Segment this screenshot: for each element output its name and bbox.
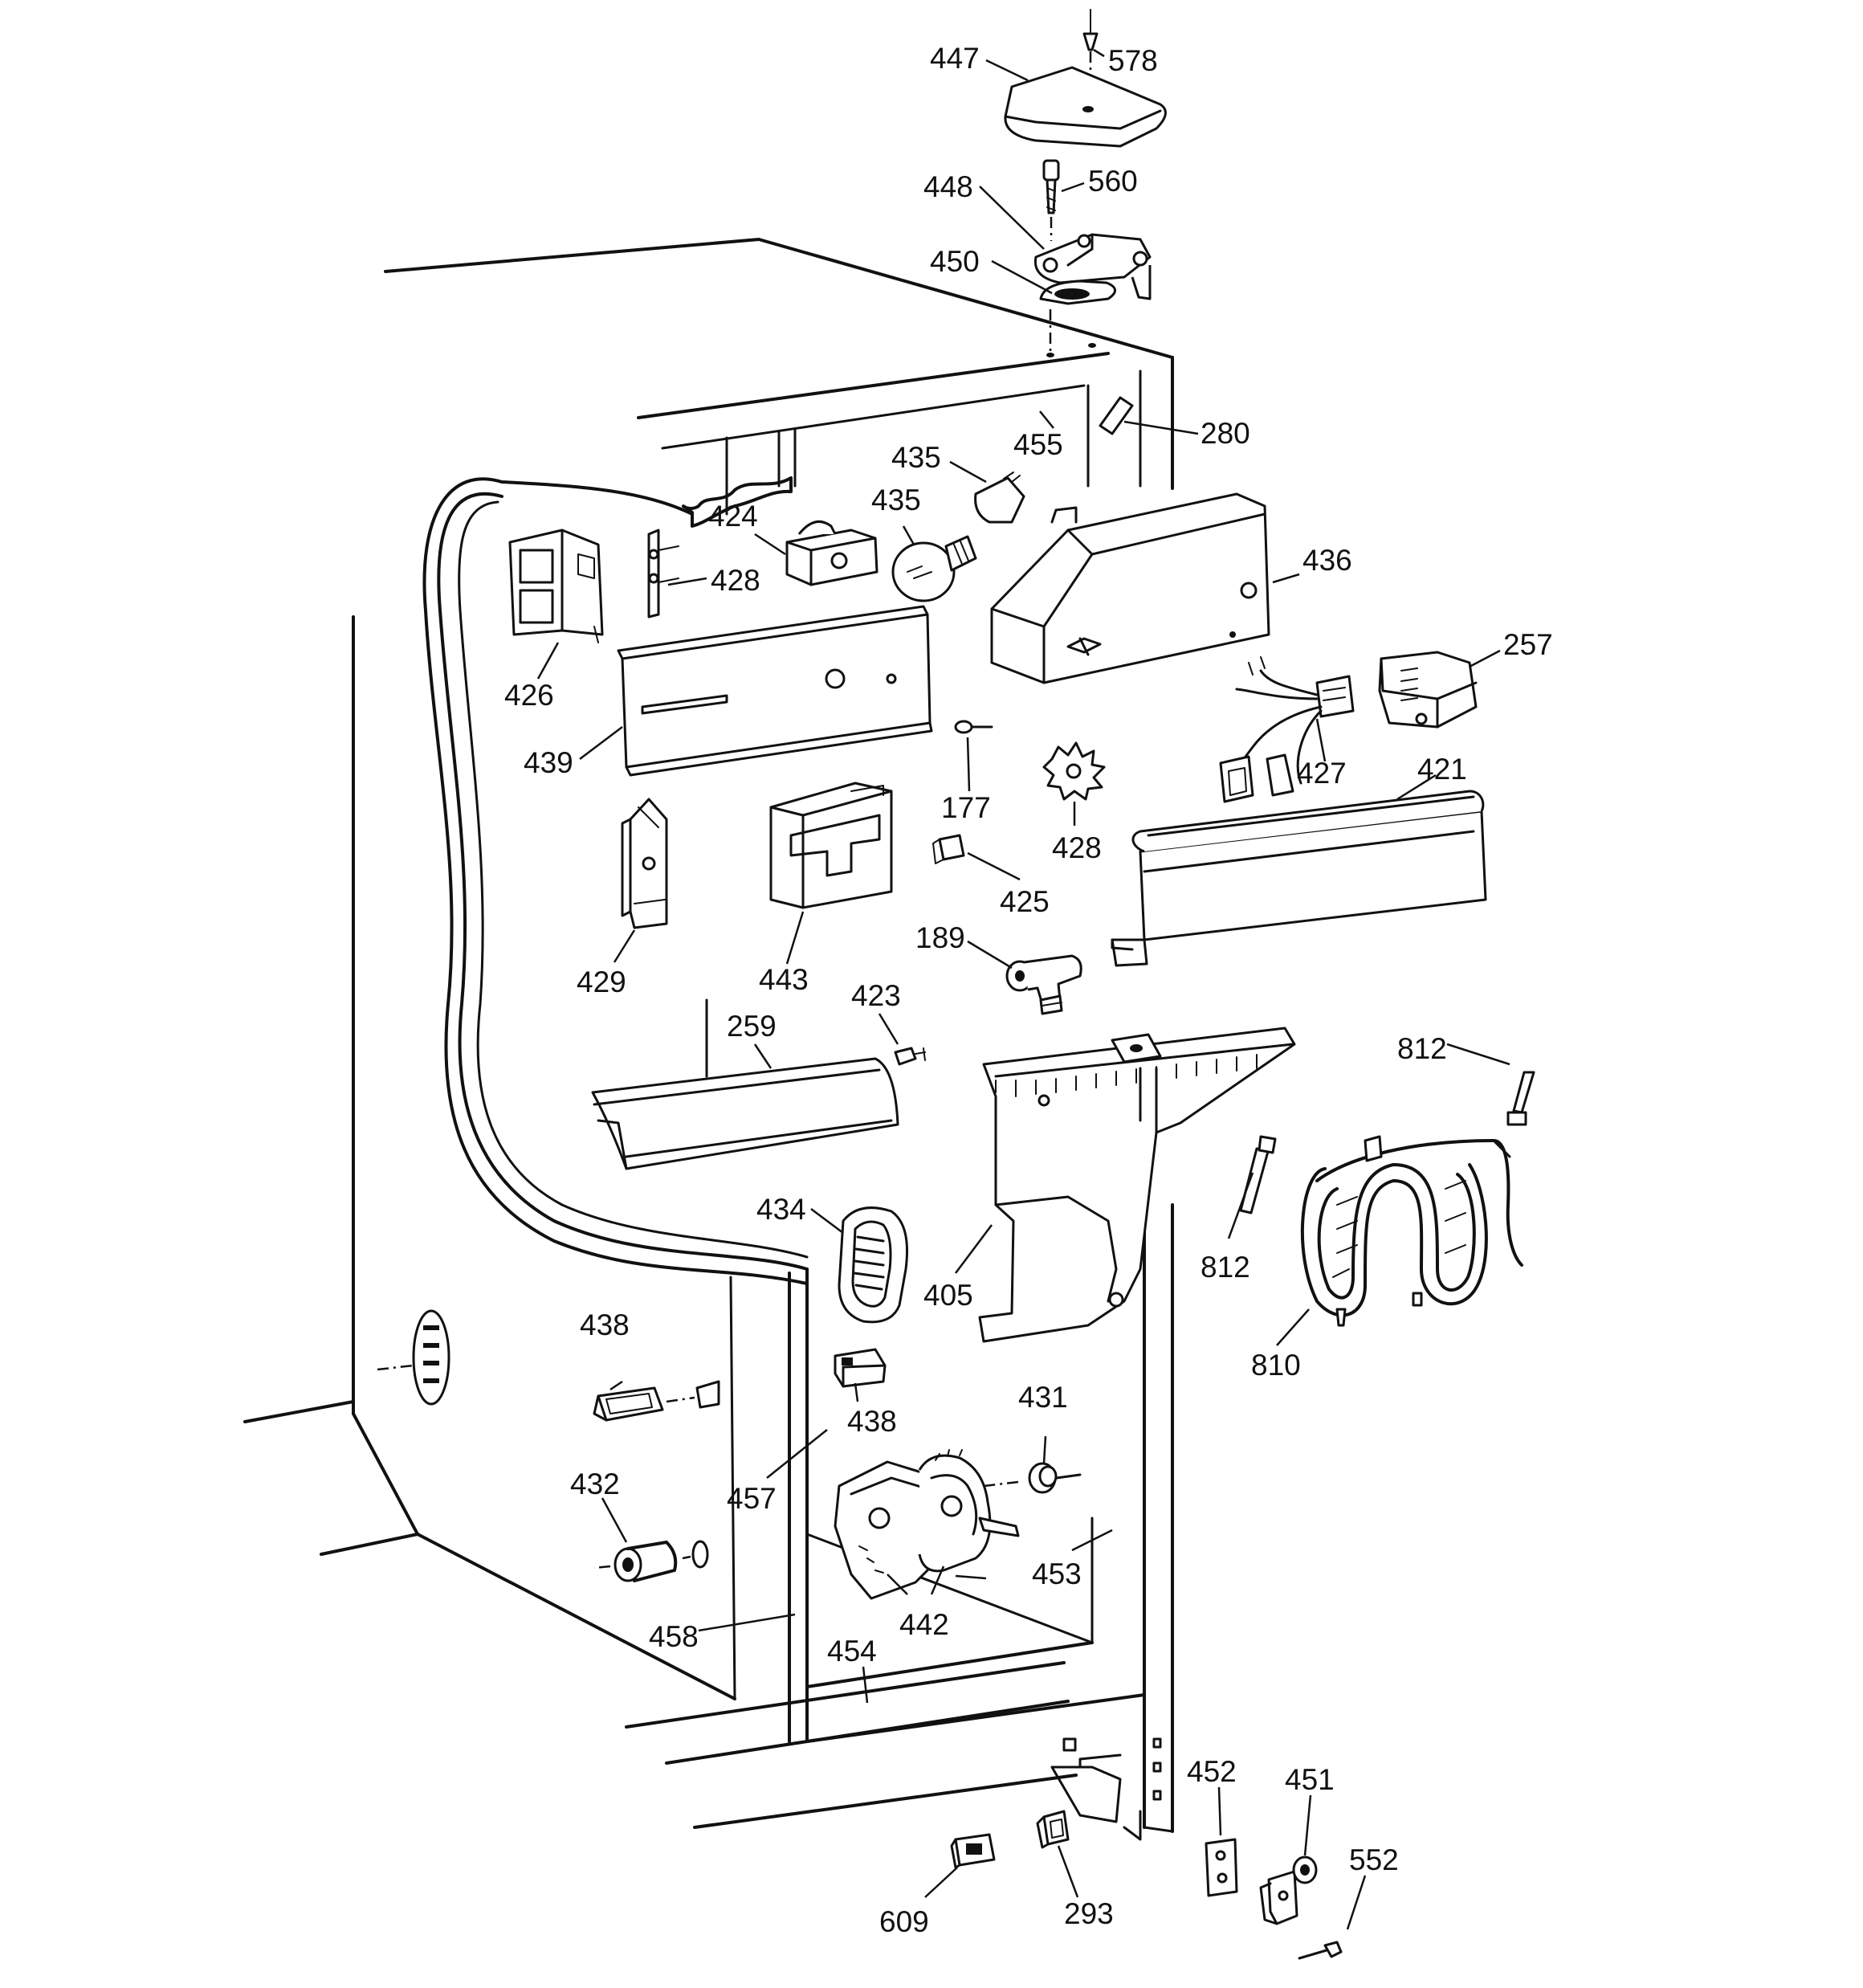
part-447-hinge-cover (1004, 66, 1167, 148)
part-429-bracket (621, 798, 668, 929)
callout-812-lower: 812 (1201, 1251, 1250, 1284)
callout-552: 552 (1349, 1843, 1399, 1876)
part-177-screw (954, 720, 993, 734)
callout-labels: 578 447 448 560 450 280 455 435 435 424 … (504, 42, 1553, 1938)
part-431-bushing (983, 1462, 1082, 1494)
callout-438-right: 438 (847, 1405, 897, 1438)
callout-452: 452 (1187, 1755, 1237, 1788)
callout-428-clip: 428 (711, 564, 760, 597)
callout-293: 293 (1064, 1897, 1114, 1930)
part-609-switch (950, 1833, 996, 1869)
part-443-bracket (769, 782, 893, 909)
callout-609: 609 (879, 1905, 929, 1938)
callout-436: 436 (1302, 544, 1352, 577)
part-438-switch-button-left (593, 1380, 720, 1422)
part-189-tee-fitting (1005, 954, 1082, 1015)
part-293-clip (1036, 1810, 1070, 1849)
callout-177: 177 (941, 791, 991, 824)
part-435-lamp-socket (974, 471, 1025, 524)
callout-405: 405 (923, 1279, 973, 1312)
part-257-defrost-timer (1378, 651, 1478, 729)
part-427-wire-harness (1219, 656, 1355, 803)
part-448-hinge (1033, 233, 1152, 300)
callout-189: 189 (915, 921, 965, 954)
callout-423: 423 (851, 979, 901, 1012)
callout-450: 450 (930, 245, 980, 278)
part-423-plug (894, 1047, 926, 1066)
callout-280: 280 (1201, 417, 1250, 450)
callout-431: 431 (1018, 1381, 1068, 1414)
part-560-bolt (1042, 159, 1060, 241)
part-552-screw (1298, 1941, 1343, 1960)
part-421-shelf-rail (1111, 790, 1487, 967)
part-438-switch-button-right (834, 1348, 887, 1388)
callout-432: 432 (570, 1468, 620, 1500)
part-812-tube-upper (1506, 1071, 1535, 1126)
part-439-bracket (617, 605, 933, 777)
callout-810: 810 (1251, 1349, 1301, 1382)
part-432-bushing (593, 1540, 709, 1582)
callout-451: 451 (1285, 1763, 1335, 1796)
part-424-thermostat (785, 520, 879, 586)
callout-438-left: 438 (580, 1308, 630, 1341)
part-280 (1099, 396, 1134, 435)
part-435-light-bulb (891, 535, 977, 602)
callout-435-socket: 435 (891, 441, 941, 474)
part-428-gear (1042, 741, 1106, 801)
part-428-clip (647, 529, 679, 618)
callout-259: 259 (727, 1010, 777, 1043)
callout-435-bulb: 435 (871, 484, 921, 516)
part-436-light-housing (990, 492, 1270, 684)
callout-257: 257 (1503, 628, 1553, 661)
callout-442: 442 (899, 1608, 949, 1641)
part-450-shim (1039, 280, 1116, 357)
callout-424: 424 (708, 500, 758, 533)
callout-578: 578 (1108, 44, 1158, 77)
part-810-defrost-heater (1300, 1135, 1523, 1327)
callout-458: 458 (649, 1620, 699, 1653)
part-405-dispenser-housing (978, 1027, 1296, 1343)
callout-812-upper: 812 (1397, 1032, 1447, 1065)
callout-454: 454 (827, 1635, 877, 1668)
part-425-block (932, 834, 965, 864)
callout-453: 453 (1032, 1557, 1082, 1590)
callout-439: 439 (524, 746, 573, 779)
callout-426: 426 (504, 679, 554, 712)
part-812-tube-lower (1239, 1135, 1277, 1214)
callout-421: 421 (1417, 753, 1467, 786)
callout-leaders (536, 48, 1510, 1930)
part-452-plate (1205, 1838, 1238, 1897)
cabinet-frame (243, 238, 1174, 1841)
callout-448: 448 (923, 170, 973, 203)
callout-427: 427 (1297, 757, 1347, 790)
part-426-dispenser-switch (508, 529, 604, 643)
part-259-trim-cover (591, 1057, 899, 1170)
callout-429: 429 (577, 965, 626, 998)
callout-455: 455 (1013, 428, 1063, 461)
part-451-hinge-pin (1259, 1855, 1318, 1925)
callout-443: 443 (759, 963, 809, 996)
part-442-crank-assembly (834, 1449, 1020, 1600)
callout-425: 425 (1000, 885, 1050, 918)
callout-434: 434 (756, 1193, 806, 1226)
callout-447: 447 (930, 42, 980, 75)
callout-428-gear: 428 (1052, 831, 1102, 864)
part-434-grille (838, 1206, 909, 1324)
callout-560: 560 (1088, 165, 1138, 198)
callout-457: 457 (727, 1482, 777, 1515)
